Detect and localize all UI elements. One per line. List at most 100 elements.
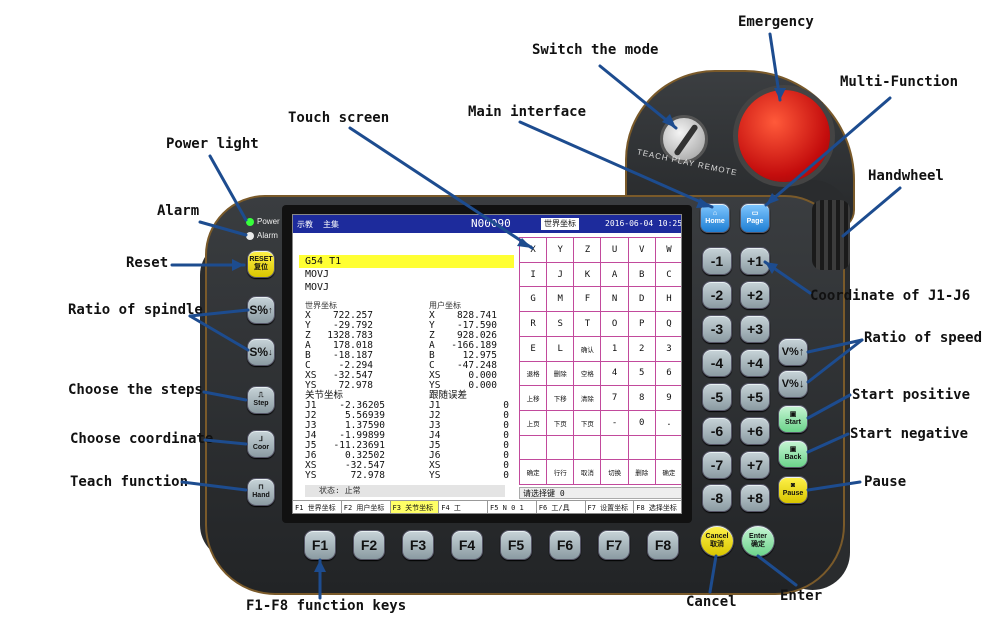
page-key[interactable]: ▭Page — [740, 203, 770, 233]
screen-fkey-1[interactable]: F1 世界坐标 — [293, 501, 342, 513]
screen-fkey-8[interactable]: F8 选择坐标 — [634, 501, 681, 513]
soft-key[interactable]: 上移 — [520, 386, 548, 411]
soft-key[interactable]: P — [628, 312, 656, 337]
soft-key[interactable]: 清除 — [574, 386, 602, 411]
f2-key[interactable]: F2 — [353, 530, 385, 560]
program-list[interactable]: G54 T1 MOVJ MOVJ — [299, 255, 514, 294]
f7-key[interactable]: F7 — [598, 530, 630, 560]
f1-key[interactable]: F1 — [304, 530, 336, 560]
soft-key[interactable]: V — [628, 238, 656, 263]
jog-plus-2-key[interactable]: +2 — [740, 281, 770, 309]
speed-up-key[interactable]: V%↑ — [778, 338, 808, 366]
soft-key[interactable]: Z — [574, 238, 602, 263]
soft-key[interactable]: 9 — [655, 386, 681, 411]
input-line[interactable]: 请选择键 0 — [519, 487, 681, 499]
soft-key[interactable]: U — [601, 238, 629, 263]
soft-key[interactable]: 4 — [601, 361, 629, 387]
jog-minus-5-key[interactable]: -5 — [702, 383, 732, 411]
jog-plus-3-key[interactable]: +3 — [740, 315, 770, 343]
soft-key[interactable]: I — [520, 262, 548, 288]
coor-key[interactable]: ⅃Coor — [247, 430, 275, 458]
soft-key[interactable] — [655, 436, 681, 461]
jog-minus-4-key[interactable]: -4 — [702, 349, 732, 377]
soft-key[interactable]: 6 — [655, 362, 681, 387]
soft-key[interactable]: 上页 — [520, 410, 548, 436]
soft-key[interactable]: 1 — [601, 336, 629, 362]
jog-plus-8-key[interactable]: +8 — [740, 484, 770, 512]
start-key[interactable]: ▣Start — [778, 405, 808, 433]
touch-screen[interactable]: 示教 主集 N00090 世界坐标 2016-06-04 10:25 G54 T… — [292, 214, 682, 514]
soft-key[interactable]: F — [574, 287, 602, 313]
soft-key[interactable]: 2 — [628, 336, 656, 362]
soft-key[interactable]: G — [520, 287, 548, 313]
soft-key[interactable]: Y — [547, 238, 575, 263]
soft-key[interactable] — [601, 435, 629, 461]
screen-fkey-6[interactable]: F6 工/具 — [537, 501, 586, 513]
soft-key[interactable]: . — [655, 411, 681, 436]
step-key[interactable]: ⎍Step — [247, 386, 275, 414]
soft-key[interactable]: 0 — [628, 410, 656, 436]
soft-key[interactable]: Q — [655, 312, 681, 337]
screen-fkey-7[interactable]: F7 设置坐标 — [586, 501, 635, 513]
soft-key[interactable]: E — [520, 336, 548, 362]
soft-key[interactable]: 删除 — [547, 361, 575, 387]
soft-key[interactable]: T — [574, 312, 602, 337]
soft-key[interactable]: K — [574, 262, 602, 288]
screen-fkey-4[interactable]: F4 工 — [439, 501, 488, 513]
soft-key[interactable]: 退格 — [520, 361, 548, 387]
soft-key[interactable] — [574, 435, 602, 461]
handwheel[interactable] — [812, 200, 850, 270]
spindle-up-key[interactable]: S%↑ — [247, 296, 275, 324]
home-key[interactable]: ⌂Home — [700, 203, 730, 233]
spindle-down-key[interactable]: S%↓ — [247, 338, 275, 366]
jog-plus-4-key[interactable]: +4 — [740, 349, 770, 377]
soft-key[interactable]: H — [655, 287, 681, 313]
f8-key[interactable]: F8 — [647, 530, 679, 560]
soft-key[interactable]: X — [520, 238, 548, 263]
soft-key[interactable]: 空格 — [574, 361, 602, 387]
soft-key[interactable]: N — [601, 287, 629, 313]
soft-key[interactable]: 5 — [628, 361, 656, 387]
soft-key[interactable] — [628, 435, 656, 461]
soft-key[interactable]: C — [655, 263, 681, 288]
soft-key[interactable]: J — [547, 262, 575, 288]
soft-key[interactable]: R — [520, 312, 548, 337]
jog-plus-7-key[interactable]: +7 — [740, 451, 770, 479]
soft-key[interactable]: 下移 — [547, 386, 575, 411]
screen-fkey-2[interactable]: F2 用户坐标 — [342, 501, 391, 513]
jog-plus-1-key[interactable]: +1 — [740, 247, 770, 275]
jog-minus-3-key[interactable]: -3 — [702, 315, 732, 343]
soft-key[interactable]: 取消 — [574, 460, 602, 485]
soft-key[interactable]: 删除 — [628, 460, 656, 485]
soft-key[interactable]: M — [547, 287, 575, 313]
screen-fkey-3[interactable]: F3 关节坐标 — [390, 501, 440, 513]
pause-key[interactable]: ◙Pause — [778, 476, 808, 504]
soft-key[interactable]: 确认 — [574, 336, 602, 362]
jog-minus-6-key[interactable]: -6 — [702, 417, 732, 445]
soft-key[interactable]: 确定 — [655, 460, 681, 485]
emergency-stop-button[interactable] — [738, 90, 830, 182]
soft-key[interactable]: 切换 — [601, 460, 629, 485]
soft-key[interactable] — [547, 435, 575, 461]
soft-key[interactable]: A — [601, 262, 629, 288]
speed-down-key[interactable]: V%↓ — [778, 370, 808, 398]
f3-key[interactable]: F3 — [402, 530, 434, 560]
f4-key[interactable]: F4 — [451, 530, 483, 560]
soft-key[interactable]: O — [601, 312, 629, 337]
jog-minus-8-key[interactable]: -8 — [702, 484, 732, 512]
program-line[interactable]: MOVJ — [305, 282, 330, 293]
f5-key[interactable]: F5 — [500, 530, 532, 560]
soft-key[interactable]: 3 — [655, 337, 681, 362]
jog-plus-5-key[interactable]: +5 — [740, 383, 770, 411]
soft-key[interactable]: 下页 — [547, 410, 575, 436]
soft-key[interactable]: 7 — [601, 386, 629, 411]
soft-key[interactable]: 8 — [628, 386, 656, 411]
soft-key[interactable] — [520, 435, 548, 461]
soft-key[interactable]: W — [655, 238, 681, 263]
coord-system-select[interactable]: 世界坐标 — [541, 218, 579, 230]
soft-key[interactable]: - — [601, 410, 629, 436]
soft-key[interactable]: S — [547, 312, 575, 337]
